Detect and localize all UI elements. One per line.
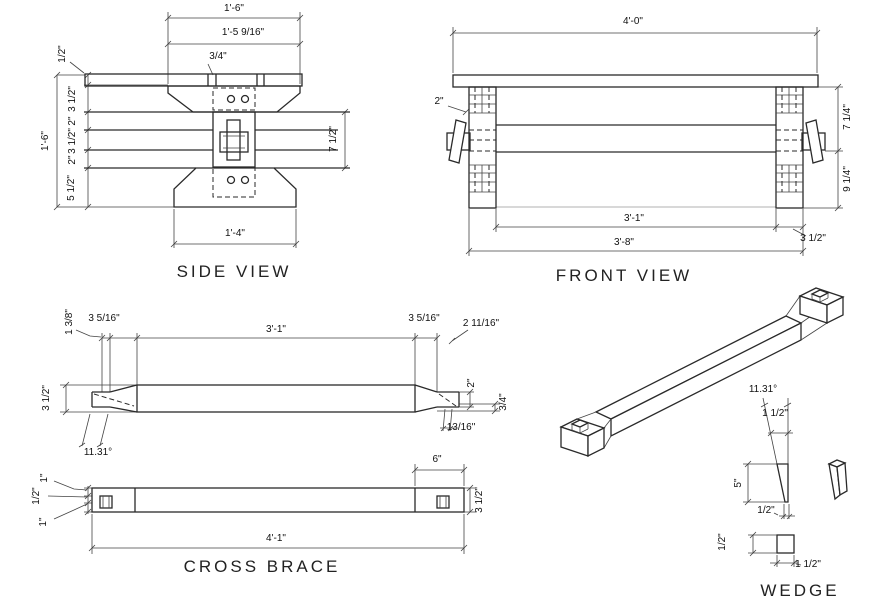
dim-brace-end-offset: 1 3/8" [64, 309, 75, 335]
dim-side-overall-height: 1'-6" [40, 131, 51, 151]
wedge-drawing [743, 397, 848, 567]
front-view-title: FRONT VIEW [555, 266, 693, 285]
dim-side-top-width: 1'-6" [224, 3, 244, 14]
dim-side-foot-height: 5 1/2" [66, 175, 77, 201]
side-view-drawing [53, 12, 350, 248]
isometric-brace-drawing [559, 287, 845, 458]
dim-wedge-angle: 11.31° [748, 384, 778, 395]
dim-side-top-board: 1'-5 9/16" [221, 27, 265, 38]
dim-side-wedge-slot: 3/4" [209, 51, 227, 62]
dim-brace-taper-diag: 2 11/16" [462, 318, 500, 329]
side-view-title: SIDE VIEW [176, 262, 292, 281]
dim-front-outer-span: 3'-8" [614, 237, 634, 248]
cross-brace-side-drawing [47, 464, 476, 554]
dim-front-leg-tenon: 2" [434, 96, 444, 107]
dim-brace-right-taper: 3 5/16" [408, 313, 440, 324]
dim-side-lower-rail: 2" [67, 155, 78, 165]
dim-side-brace-height: 3 1/2" [67, 128, 78, 154]
dim-side-seat-lip: 1/2" [57, 45, 68, 63]
dim-brace-taper-drop: 3/4" [498, 393, 509, 411]
dim-brace-left-taper: 3 5/16" [88, 313, 120, 324]
dim-side-cleat-height: 3 1/2" [67, 86, 78, 112]
dim-side-upper-rail: 2" [67, 116, 78, 126]
dim-front-brace-to-floor: 9 1/4" [842, 166, 853, 192]
dim-brace-overall-length: 4'-1" [266, 533, 286, 544]
dim-brace-bottom-third: 1" [38, 517, 49, 527]
dim-front-overall-width: 4'-0" [623, 16, 643, 27]
dim-brace-width: 3 1/2" [41, 385, 52, 411]
dim-wedge-section-width: 1 1/2" [795, 559, 821, 570]
dim-front-seat-to-brace: 7 1/4" [842, 104, 853, 130]
dim-front-leg-width: 3 1/2" [800, 233, 826, 244]
wedge-title: WEDGE [760, 581, 840, 600]
dim-brace-tenon-tip: 13/16" [446, 422, 476, 433]
dim-wedge-tip-width: 1/2" [757, 505, 775, 516]
dim-front-inner-span: 3'-1" [624, 213, 644, 224]
dim-side-opening-height: 7 1/2" [328, 126, 339, 152]
dim-brace-middle: 1/2" [31, 487, 42, 505]
dim-brace-tenon-end: 2" [466, 378, 477, 388]
cross-brace-plan-drawing [60, 329, 500, 448]
dim-wedge-length: 5" [733, 478, 744, 488]
cross-brace-title: CROSS BRACE [183, 557, 341, 576]
dim-brace-taper-angle: 11.31° [83, 447, 113, 458]
front-view-drawing [446, 27, 843, 256]
dim-brace-shoulder-span: 3'-1" [266, 324, 286, 335]
dim-brace-end-length: 6" [432, 454, 442, 465]
dim-wedge-section-thickness: 1/2" [717, 533, 728, 551]
dim-side-foot-width: 1'-4" [225, 228, 245, 239]
dim-brace-top-third: 1" [39, 473, 50, 483]
dim-wedge-top-width: 1 1/2" [762, 408, 788, 419]
dim-brace-depth: 3 1/2" [474, 487, 485, 513]
